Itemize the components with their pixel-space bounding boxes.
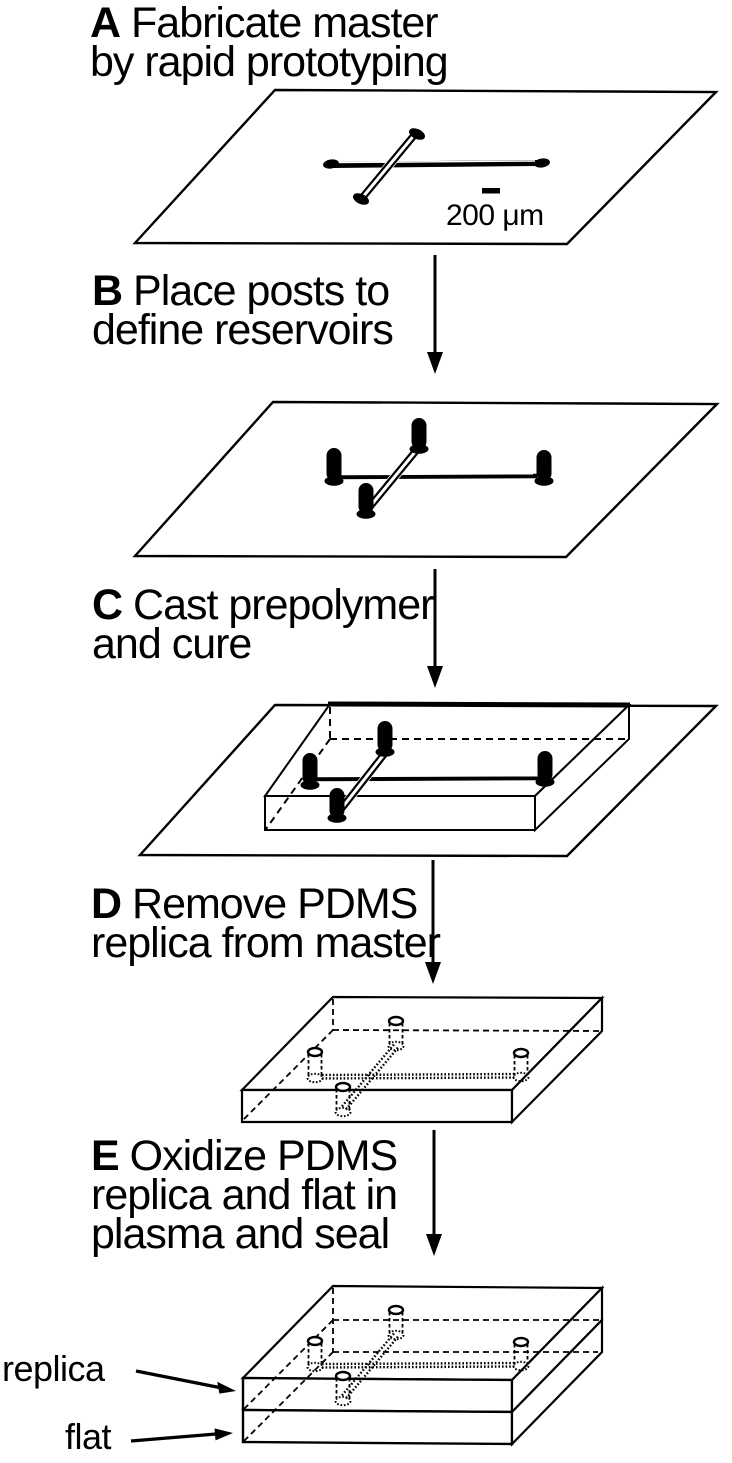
step-b-line2: define reservoirs <box>92 306 394 354</box>
reservoir-holes <box>306 1304 530 1407</box>
step-d-heading: D Remove PDMS replica from master <box>91 880 441 967</box>
step-e-heading: E Oxidize PDMS replica and flat in plasm… <box>91 1132 398 1258</box>
flow-arrow-d-e <box>426 1130 442 1256</box>
flat-callout-arrow <box>130 1428 233 1443</box>
step-c-letter: C <box>92 581 123 629</box>
step-d-line1: D Remove PDMS <box>91 880 418 928</box>
enclosed-channel <box>321 1332 516 1400</box>
flat-label: flat <box>65 1416 112 1457</box>
cast-prepolymer-illustration <box>137 701 719 858</box>
replica-callout-arrow <box>135 1369 236 1394</box>
sealed-device-illustration <box>130 1284 605 1447</box>
reservoir-holes <box>306 1015 530 1118</box>
reservoir-posts <box>324 418 554 519</box>
step-d-letter: D <box>91 880 122 928</box>
step-a-line2: by rapid prototyping <box>90 38 449 86</box>
hidden-edges <box>243 1288 600 1442</box>
step-e-line2: replica and flat in <box>91 1171 398 1219</box>
scale-bar-label: 200 μm <box>446 199 544 232</box>
step-d-line2: replica from master <box>91 919 441 967</box>
step-a-letter: A <box>90 0 121 47</box>
master-plane-illustration <box>132 88 719 246</box>
master-with-posts-illustration <box>132 400 720 559</box>
step-a-heading: A Fabricate master by rapid prototyping <box>90 0 449 86</box>
scale-bar <box>482 188 500 194</box>
step-e-letter: E <box>91 1132 120 1180</box>
pdms-replica-illustration <box>239 995 605 1125</box>
wafer-plane <box>132 400 720 559</box>
flow-arrow-a-b <box>427 255 443 374</box>
step-b-line1: B Place posts to <box>92 267 390 315</box>
step-c-line2: and cure <box>92 620 252 668</box>
flow-arrow-b-c <box>427 569 443 688</box>
replica-block <box>239 995 605 1125</box>
step-b-letter: B <box>92 267 123 315</box>
step-c-line1: C Cast prepolymer <box>92 581 434 629</box>
step-b-heading: B Place posts to define reservoirs <box>92 267 394 354</box>
molded-channel <box>321 1043 516 1111</box>
step-c-heading: C Cast prepolymer and cure <box>92 581 434 668</box>
reservoir-posts <box>300 721 555 823</box>
hidden-edges <box>242 999 601 1121</box>
step-e-line3: plasma and seal <box>91 1210 390 1258</box>
step-e-line1: E Oxidize PDMS <box>91 1132 398 1180</box>
flat-layer <box>241 1317 604 1447</box>
step-a-line1: A Fabricate master <box>90 0 439 47</box>
flow-arrow-c-d <box>425 860 441 984</box>
replica-label: replica <box>2 1348 105 1389</box>
